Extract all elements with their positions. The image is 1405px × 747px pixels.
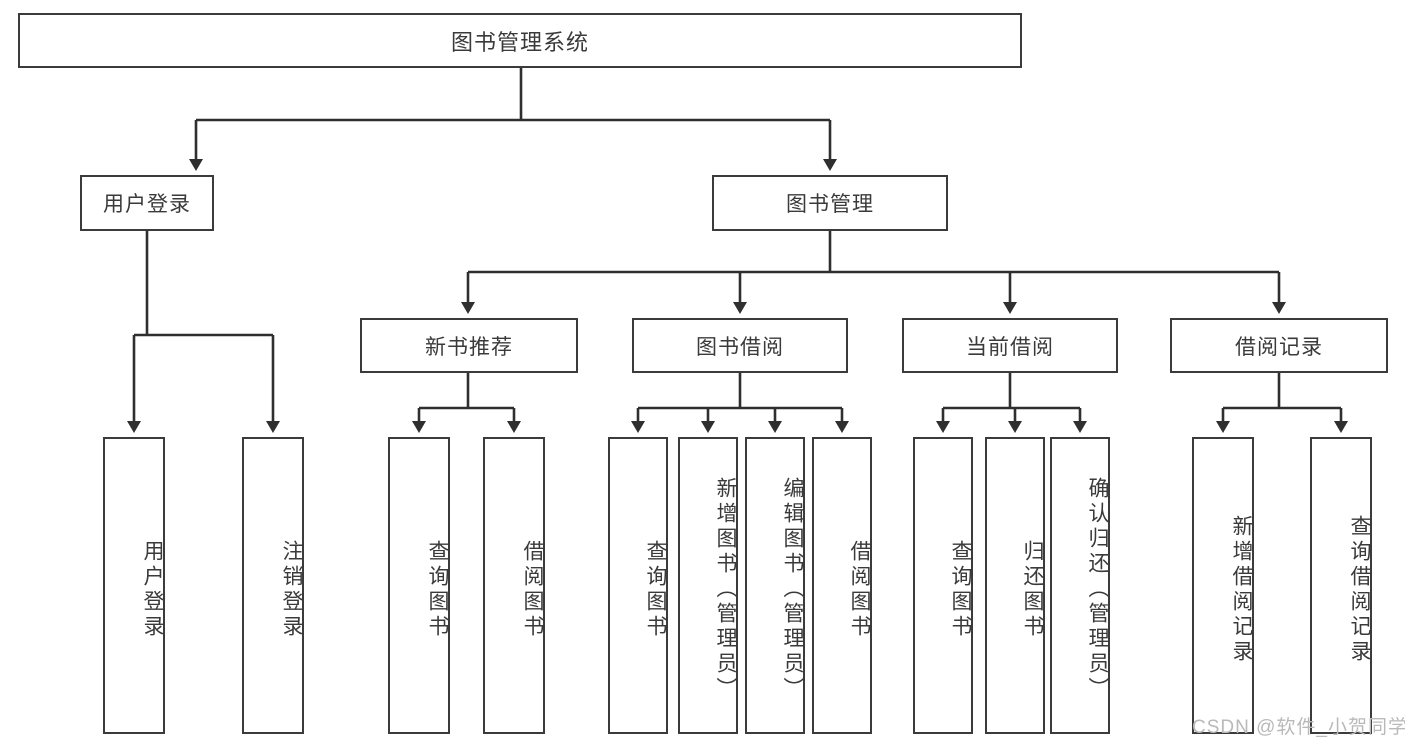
- leaf-add-borrow-record[interactable]: 新增借阅记录: [1192, 437, 1254, 734]
- node-user-login[interactable]: 用户登录: [80, 175, 214, 231]
- leaf-borrow-book-recommend[interactable]: 借阅图书: [483, 437, 545, 734]
- node-new-book-recommend[interactable]: 新书推荐: [360, 318, 578, 373]
- leaf-confirm-return-admin[interactable]: 确认归还（管理员）: [1050, 437, 1110, 734]
- node-root-system[interactable]: 图书管理系统: [18, 13, 1022, 68]
- watermark: CSDN @软件_小贺同学: [1192, 717, 1405, 738]
- leaf-borrow-book[interactable]: 借阅图书: [812, 437, 872, 734]
- leaf-logout-login[interactable]: 注销登录: [242, 437, 304, 734]
- leaf-return-book[interactable]: 归还图书: [985, 437, 1045, 734]
- leaf-query-book-recommend[interactable]: 查询图书: [388, 437, 450, 734]
- node-book-borrow[interactable]: 图书借阅: [632, 318, 848, 373]
- leaf-add-book-admin[interactable]: 新增图书（管理员）: [678, 437, 738, 734]
- leaf-user-login[interactable]: 用户登录: [103, 437, 165, 734]
- leaf-query-book-current[interactable]: 查询图书: [913, 437, 973, 734]
- node-book-management[interactable]: 图书管理: [712, 175, 948, 231]
- node-borrow-record[interactable]: 借阅记录: [1170, 318, 1388, 373]
- leaf-query-borrow-record[interactable]: 查询借阅记录: [1310, 437, 1372, 734]
- leaf-edit-book-admin[interactable]: 编辑图书（管理员）: [745, 437, 805, 734]
- leaf-query-book-borrow[interactable]: 查询图书: [608, 437, 668, 734]
- node-current-borrow[interactable]: 当前借阅: [902, 318, 1118, 373]
